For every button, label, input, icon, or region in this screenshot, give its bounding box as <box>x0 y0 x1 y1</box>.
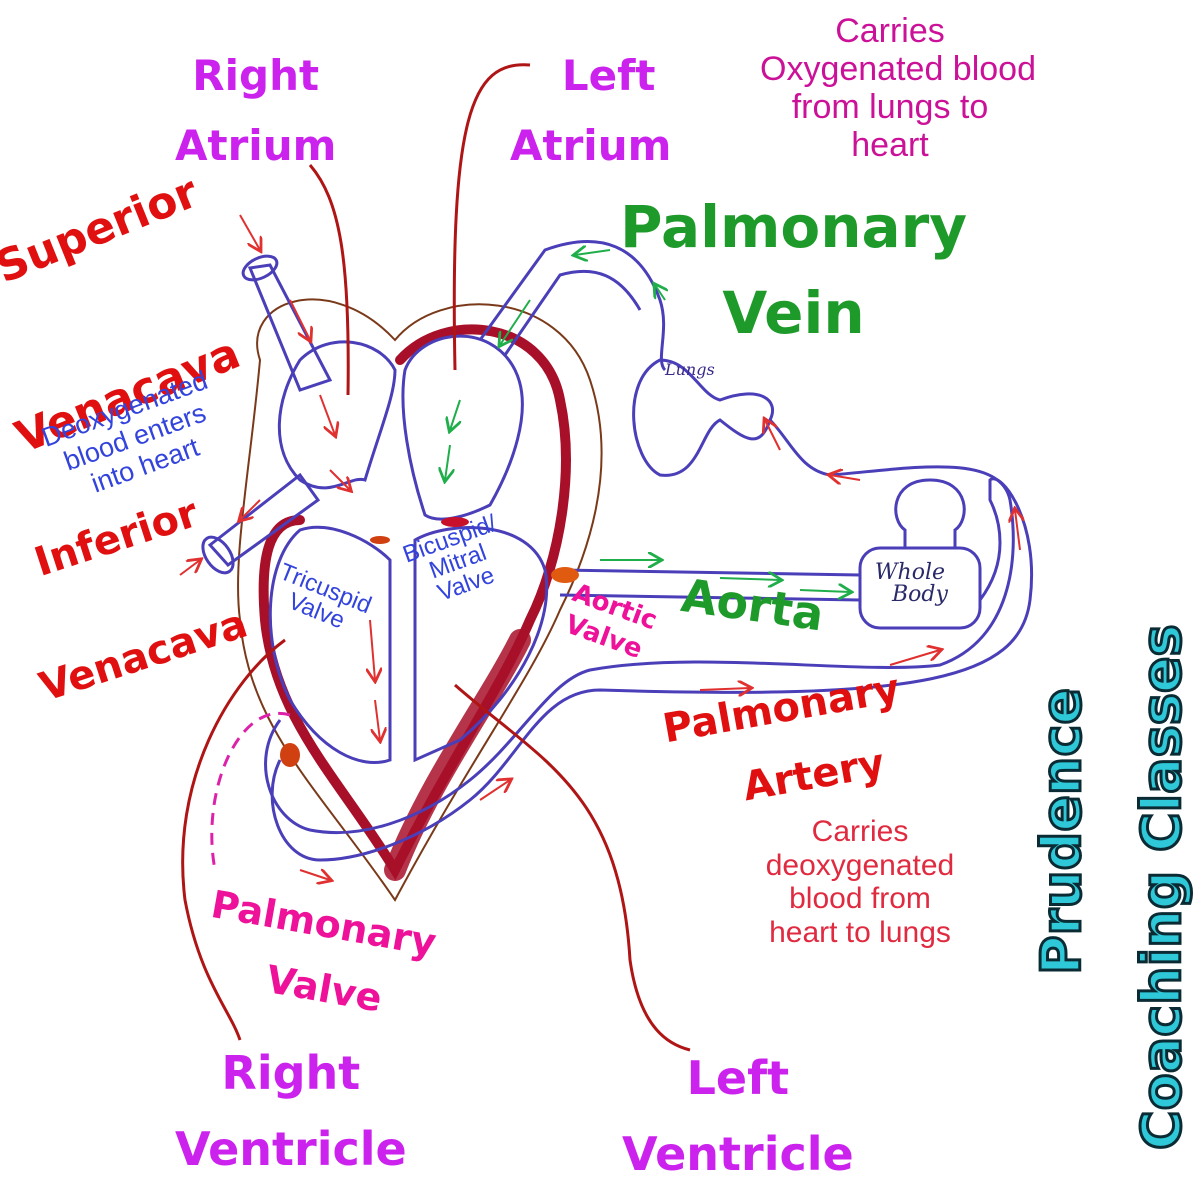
pointer-right-ventricle <box>181 638 286 1041</box>
right-ventricle-chamber <box>268 525 392 764</box>
inferior-venacava-vessel <box>207 472 321 568</box>
pointer-left-ventricle <box>454 683 691 1052</box>
label-left-ventricle: Left Ventricle <box>622 1051 854 1181</box>
aorta-vessel <box>559 568 861 602</box>
pointer-pulmonary-valve <box>210 711 291 871</box>
pulmonary-vein-vessel <box>478 240 667 372</box>
pulmonary-valve-mark <box>280 743 300 767</box>
heart-outer-outline <box>237 298 603 902</box>
whole-body-organ <box>858 546 982 630</box>
superior-venacava-vessel <box>247 263 333 392</box>
tricuspid-valve-mark <box>370 536 390 544</box>
label-right-atrium: Right Atrium <box>175 51 337 170</box>
pointer-left-atrium <box>452 63 531 371</box>
note-pulmonary-artery: Carries deoxygenated blood from heart to… <box>765 815 955 949</box>
left-atrium-chamber <box>401 334 524 521</box>
pulmonary-artery-vessel <box>264 418 1015 834</box>
aortic-valve-mark <box>551 567 579 583</box>
label-pulmonary-vein: Palmonary Vein <box>620 193 968 347</box>
bicuspid-valve-mark <box>441 517 469 527</box>
brand-prudence: Prudence <box>1029 686 1095 976</box>
left-ventricle-chamber <box>413 526 549 763</box>
label-left-atrium: Left Atrium <box>510 51 672 170</box>
label-whole-body: Whole Body <box>874 560 948 607</box>
label-lungs: Lungs <box>665 360 715 379</box>
return-loop-vessel <box>270 477 1033 862</box>
right-atrium-chamber <box>277 340 397 490</box>
brand-coaching-classes: Coaching Classes <box>1129 623 1195 1152</box>
note-pulmonary-vein: Carries Oxygenated blood from lungs to h… <box>760 12 1036 165</box>
lungs-organ <box>632 358 774 477</box>
pointer-right-atrium <box>308 164 350 396</box>
label-right-ventricle: Right Ventricle <box>175 1046 407 1176</box>
